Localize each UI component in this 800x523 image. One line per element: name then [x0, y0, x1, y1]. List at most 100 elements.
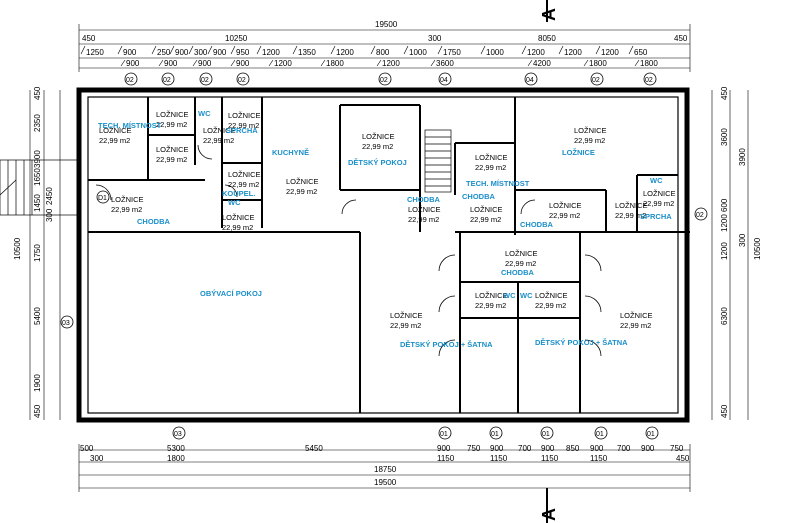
dim-bottom-a-0: 500 — [80, 444, 94, 453]
section-letter-top: A — [539, 8, 559, 21]
room-6-label: LOŽNICE — [222, 213, 255, 222]
dim-top-a-9: 1200 — [336, 48, 354, 57]
room-name-wc-2: WC — [228, 198, 241, 207]
dim-top-b-0: 900 — [126, 59, 140, 68]
room-name-kuchyne: KUCHYNĚ — [272, 148, 309, 157]
dim-bottom-b-1: 1800 — [167, 454, 185, 463]
room-name-wc-1: WC — [198, 109, 211, 118]
dim-top-a-11: 1000 — [409, 48, 427, 57]
outer-walls — [76, 87, 690, 423]
room-12-area: 22,99 m2 — [475, 163, 506, 172]
dimension-tick — [330, 45, 336, 55]
dim-bottom-a-12: 750 — [670, 444, 684, 453]
room-name-tech-mistnost-1: TECH. MÍSTNOST — [98, 121, 162, 130]
tag-left-o3: 03 — [60, 315, 74, 329]
dim-top-a-6: 950 — [236, 48, 250, 57]
tag-top-0-circle — [124, 72, 138, 86]
dim-overall-top: 19500 — [375, 20, 398, 29]
room-9-area: 22,99 m2 — [574, 136, 605, 145]
interior-walls — [88, 97, 690, 413]
dim-right-7: 450 — [720, 404, 729, 418]
room-name-chodba-4: CHODBA — [520, 220, 553, 229]
room-name-chodba-3: CHODBA — [462, 192, 495, 201]
dimension-tick — [628, 45, 634, 55]
dimension-tick — [527, 59, 533, 67]
dimension-tick — [256, 45, 262, 55]
dimension-tick — [292, 45, 298, 55]
entrance-stairs — [0, 159, 81, 216]
dim-left-4: 1450 — [33, 194, 42, 212]
dimension-tick — [169, 45, 175, 55]
room-name-sprcha-1: SPRCHA — [226, 126, 258, 135]
svg-text:02: 02 — [696, 212, 704, 219]
tag-right-o2: 02 — [694, 207, 708, 221]
dimension-tick — [558, 45, 564, 55]
dim-top-b-1: 900 — [164, 59, 178, 68]
room-12-label: LOŽNICE — [475, 153, 508, 162]
dim-right-1: 3600 — [720, 128, 729, 146]
dimension-tick — [151, 45, 157, 55]
tag-top-3: 02 — [238, 77, 246, 84]
room-name-obyvaci-pokoj: OBÝVACÍ POKOJ — [200, 289, 262, 298]
dim-bottom-a-5: 900 — [490, 444, 504, 453]
tag-left-d1: D1 — [96, 190, 110, 204]
dimension-tick — [192, 59, 198, 67]
dim-top-edge-left: 450 — [82, 34, 96, 43]
dim-bottom-a-11: 900 — [641, 444, 655, 453]
dim-bottom-a-6: 700 — [518, 444, 532, 453]
dim-bottom-a-1: 5300 — [167, 444, 185, 453]
dim-left-11: 2450 — [45, 187, 54, 205]
room-14-area: 22,99 m2 — [549, 211, 580, 220]
dim-top-a-16: 1200 — [601, 48, 619, 57]
room-15-label: LOŽNICE — [615, 201, 648, 210]
svg-text:03: 03 — [62, 320, 70, 327]
dim-top-b-2: 900 — [198, 59, 212, 68]
section-marker-bottom: A — [539, 488, 559, 523]
dimension-tick — [595, 45, 601, 55]
dim-top-a-7: 1200 — [262, 48, 280, 57]
room-name-detsky-pokoj: DĚTSKÝ POKOJ — [348, 158, 407, 167]
room-17-area: 22,99 m2 — [505, 259, 536, 268]
svg-text:D1: D1 — [98, 195, 107, 202]
room-3-area: 22,99 m2 — [203, 136, 234, 145]
tag-top-5: 04 — [440, 77, 448, 84]
dim-top-a-14: 1200 — [527, 48, 545, 57]
room-21-label: LOŽNICE — [390, 311, 423, 320]
room-name-detsky-pokoj-satna-1: DĚTSKÝ POKOJ + ŠATNA — [400, 340, 493, 349]
room-19-label: LOŽNICE — [535, 291, 568, 300]
room-6-area: 22,99 m2 — [222, 223, 253, 232]
dim-left-2: 3900 — [33, 150, 42, 168]
dim-right-0: 450 — [720, 86, 729, 100]
tag-top-1-circle — [161, 72, 175, 86]
dim-left-1: 2350 — [33, 114, 42, 132]
dim-bottom-b-4: 1150 — [541, 454, 559, 463]
tag-bottom-4-circle — [594, 426, 608, 440]
room-name-chodba-5: CHODBA — [501, 268, 534, 277]
tag-bottom-1: 01 — [440, 431, 448, 438]
section-marker-top: A — [539, 0, 559, 22]
room-8-label: LOŽNICE — [362, 132, 395, 141]
room-0-area: 22,99 m2 — [99, 136, 130, 145]
room-21-area: 22,99 m2 — [390, 321, 421, 330]
room-9-label: LOŽNICE — [574, 126, 607, 135]
tag-top-6-circle — [524, 72, 538, 86]
room-name-koupel: KOUPEL. — [222, 189, 255, 198]
dim-left-9: 10500 — [13, 237, 22, 260]
dim-top-a-15: 1200 — [564, 48, 582, 57]
room-name-chodba-2: CHODBA — [407, 195, 440, 204]
dim-bottom-a-2: 5450 — [305, 444, 323, 453]
dim-bottom-b-3: 1150 — [490, 454, 508, 463]
dimension-tick — [521, 45, 527, 55]
stairs — [424, 129, 452, 193]
dim-top-right: 8050 — [538, 34, 556, 43]
room-11-label: LOŽNICE — [408, 205, 441, 214]
room-name-wc-3: WC — [650, 176, 663, 185]
room-1-label: LOŽNICE — [156, 110, 189, 119]
dim-top-b-10: 1800 — [640, 59, 658, 68]
room-name-sprcha-2: SPRCHA — [640, 212, 672, 221]
tag-top-8: 02 — [645, 77, 653, 84]
dimension-tick — [437, 45, 443, 55]
